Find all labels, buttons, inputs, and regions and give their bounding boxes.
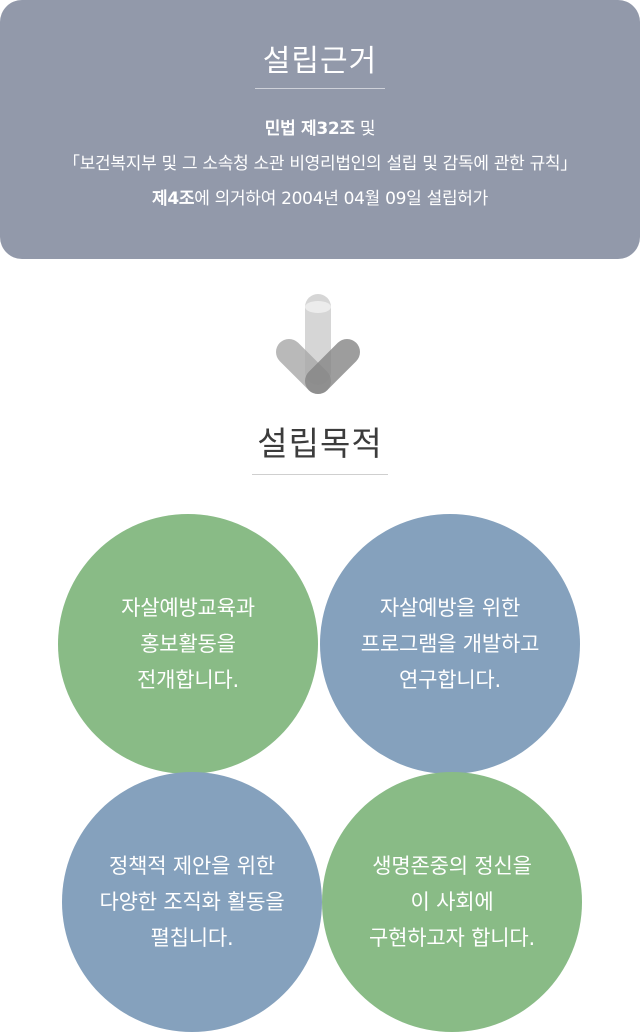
down-arrow-icon: [276, 294, 360, 394]
purpose-circle-respect-for-life: 생명존중의 정신을 이 사회에 구현하고자 합니다.: [322, 772, 582, 1032]
purpose-line: 정책적 제안을 위한: [109, 854, 275, 878]
founding-basis-box: 설립근거 민법 제32조 및 「보건복지부 및 그 소속청 소관 비영리법인의 …: [0, 0, 640, 259]
purpose-line: 이 사회에: [410, 890, 494, 914]
purpose-line: 펼칩니다.: [150, 926, 234, 950]
founding-basis-line-3: 제4조에 의거하여 2004년 04월 09일 설립허가: [0, 186, 640, 212]
purpose-line: 전개합니다.: [136, 668, 240, 692]
purpose-line: 프로그램을 개발하고: [360, 632, 540, 656]
purpose-line: 다양한 조직화 활동을: [99, 890, 285, 914]
founding-basis-line-1-rest: 및: [354, 119, 376, 139]
founding-basis-title: 설립근거: [262, 44, 378, 79]
purpose-line: 생명존중의 정신을: [372, 854, 532, 878]
purpose-circle-policy: 정책적 제안을 위한 다양한 조직화 활동을 펼칩니다.: [62, 772, 322, 1032]
purpose-line: 자살예방을 위한: [379, 596, 521, 620]
purpose-line: 홍보활동을: [140, 632, 236, 656]
purpose-line: 연구합니다.: [398, 668, 502, 692]
purpose-line: 자살예방교육과: [121, 596, 255, 620]
purpose-circle-education: 자살예방교육과 홍보활동을 전개합니다.: [58, 514, 318, 774]
founding-basis-line-3-rest: 에 의거하여 2004년 04월 09일 설립허가: [194, 189, 488, 209]
founding-purpose-title: 설립목적: [257, 424, 383, 463]
founding-basis-line-1: 민법 제32조 및: [0, 116, 640, 142]
founding-purpose-divider: [252, 474, 388, 475]
founding-basis-divider: [255, 88, 385, 89]
civil-law-reference: 민법 제32조: [264, 119, 355, 139]
article-reference: 제4조: [152, 189, 195, 209]
purpose-line: 구현하고자 합니다.: [369, 926, 535, 950]
purpose-circle-research: 자살예방을 위한 프로그램을 개발하고 연구합니다.: [320, 514, 580, 774]
founding-basis-line-2: 「보건복지부 및 그 소속청 소관 비영리법인의 설립 및 감독에 관한 규칙」: [63, 154, 577, 174]
